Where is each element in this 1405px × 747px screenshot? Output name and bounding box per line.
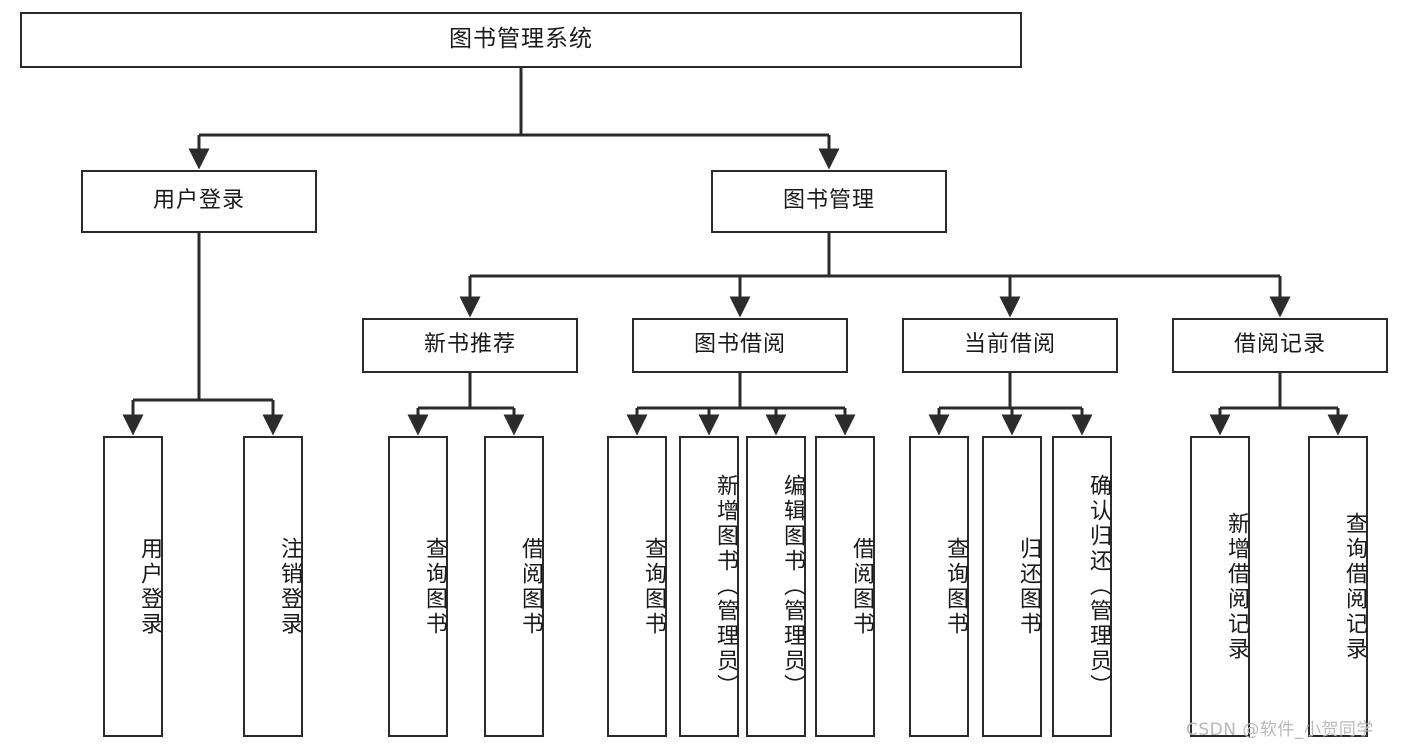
node-current-borrow-label: 当前借阅 <box>963 332 1056 358</box>
node-leaf-add-book-label: 新增图书（管理员） <box>713 474 738 699</box>
node-leaf-edit-book-label: 编辑图书（管理员） <box>780 474 805 699</box>
node-new-book-recommend[interactable]: 新书推荐 <box>362 318 578 373</box>
node-leaf-user-login[interactable]: 用户登录 <box>103 436 163 737</box>
node-book-borrow-label: 图书借阅 <box>693 332 786 358</box>
node-leaf-logout[interactable]: 注销登录 <box>243 436 303 737</box>
node-book-borrow[interactable]: 图书借阅 <box>632 318 848 373</box>
node-leaf-return-book-label: 归还图书 <box>1016 536 1041 637</box>
node-leaf-add-book[interactable]: 新增图书（管理员） <box>679 436 739 737</box>
node-leaf-add-record-label: 新增借阅记录 <box>1224 511 1249 662</box>
node-leaf-query-book-2[interactable]: 查询图书 <box>607 436 667 737</box>
node-leaf-query-book-1[interactable]: 查询图书 <box>388 436 448 737</box>
node-leaf-logout-label: 注销登录 <box>277 536 302 637</box>
node-leaf-borrow-book-2-label: 借阅图书 <box>849 536 874 637</box>
node-leaf-query-record-label: 查询借阅记录 <box>1342 511 1367 662</box>
node-leaf-borrow-book-2[interactable]: 借阅图书 <box>815 436 875 737</box>
node-leaf-edit-book[interactable]: 编辑图书（管理员） <box>746 436 806 737</box>
node-borrow-record[interactable]: 借阅记录 <box>1172 318 1388 373</box>
node-user-login[interactable]: 用户登录 <box>81 170 317 233</box>
node-leaf-query-book-1-label: 查询图书 <box>422 536 447 637</box>
node-leaf-query-book-3[interactable]: 查询图书 <box>909 436 969 737</box>
node-leaf-borrow-book-1[interactable]: 借阅图书 <box>484 436 544 737</box>
node-leaf-add-record[interactable]: 新增借阅记录 <box>1190 436 1250 737</box>
node-current-borrow[interactable]: 当前借阅 <box>902 318 1118 373</box>
node-leaf-confirm-return[interactable]: 确认归还（管理员） <box>1052 436 1112 737</box>
node-root-label: 图书管理系统 <box>449 26 593 53</box>
node-leaf-confirm-return-label: 确认归还（管理员） <box>1086 474 1111 699</box>
node-leaf-query-book-2-label: 查询图书 <box>641 536 666 637</box>
node-leaf-query-book-3-label: 查询图书 <box>943 536 968 637</box>
node-leaf-return-book[interactable]: 归还图书 <box>982 436 1042 737</box>
node-book-manage-label: 图书管理 <box>782 188 875 214</box>
node-new-book-recommend-label: 新书推荐 <box>423 332 516 358</box>
node-borrow-record-label: 借阅记录 <box>1233 332 1326 358</box>
node-leaf-query-record[interactable]: 查询借阅记录 <box>1308 436 1368 737</box>
node-root[interactable]: 图书管理系统 <box>20 12 1022 68</box>
node-leaf-borrow-book-1-label: 借阅图书 <box>518 536 543 637</box>
node-book-manage[interactable]: 图书管理 <box>711 170 947 233</box>
node-user-login-label: 用户登录 <box>152 188 245 214</box>
node-leaf-user-login-label: 用户登录 <box>137 536 162 637</box>
